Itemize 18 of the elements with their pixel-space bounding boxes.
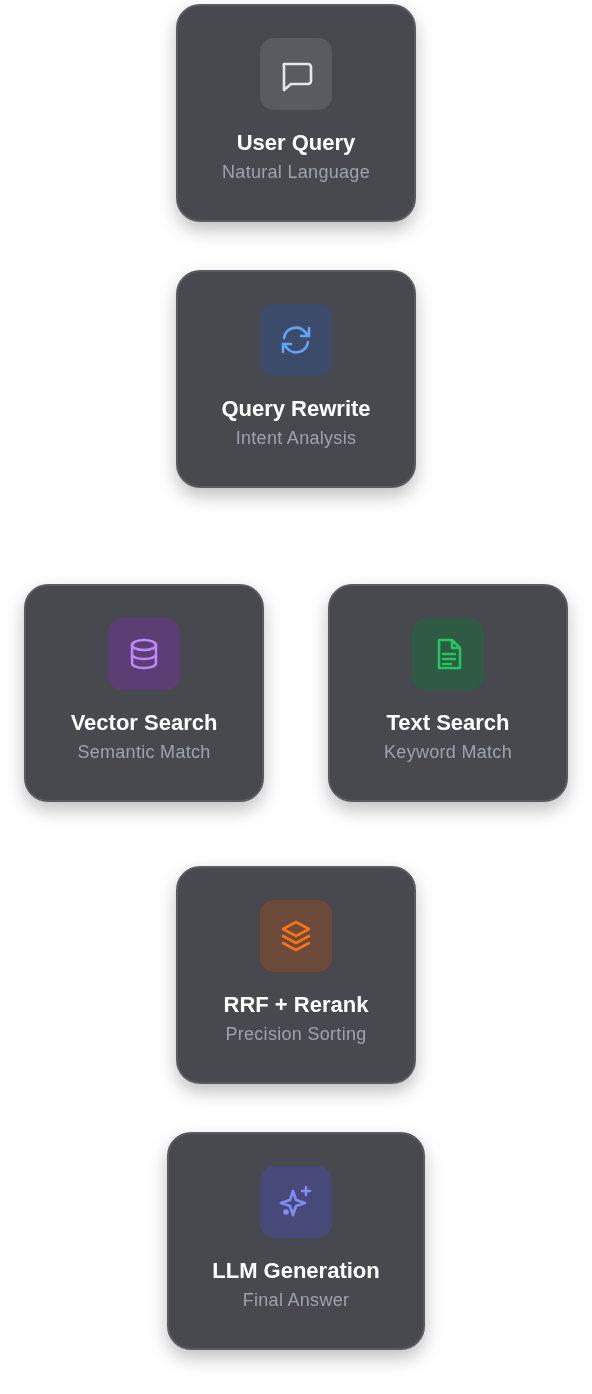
step-title: Text Search (386, 710, 510, 736)
step-subtitle: Final Answer (242, 1290, 350, 1311)
process-card (328, 584, 568, 802)
process-card (167, 1132, 425, 1350)
step-subtitle: Semantic Match (77, 742, 211, 763)
step-title: Vector Search (70, 710, 218, 736)
process-card (24, 584, 264, 802)
process-card (176, 270, 416, 488)
step-title: LLM Generation (212, 1258, 380, 1284)
step-subtitle: Natural Language (222, 162, 370, 183)
step-title: User Query (236, 130, 356, 156)
process-card (176, 4, 416, 222)
step-subtitle: Keyword Match (384, 742, 512, 763)
process-card (176, 866, 416, 1084)
step-subtitle: Intent Analysis (235, 428, 357, 449)
step-title: RRF + Rerank (223, 992, 369, 1018)
step-title: Query Rewrite (221, 396, 371, 422)
step-subtitle: Precision Sorting (225, 1024, 367, 1045)
